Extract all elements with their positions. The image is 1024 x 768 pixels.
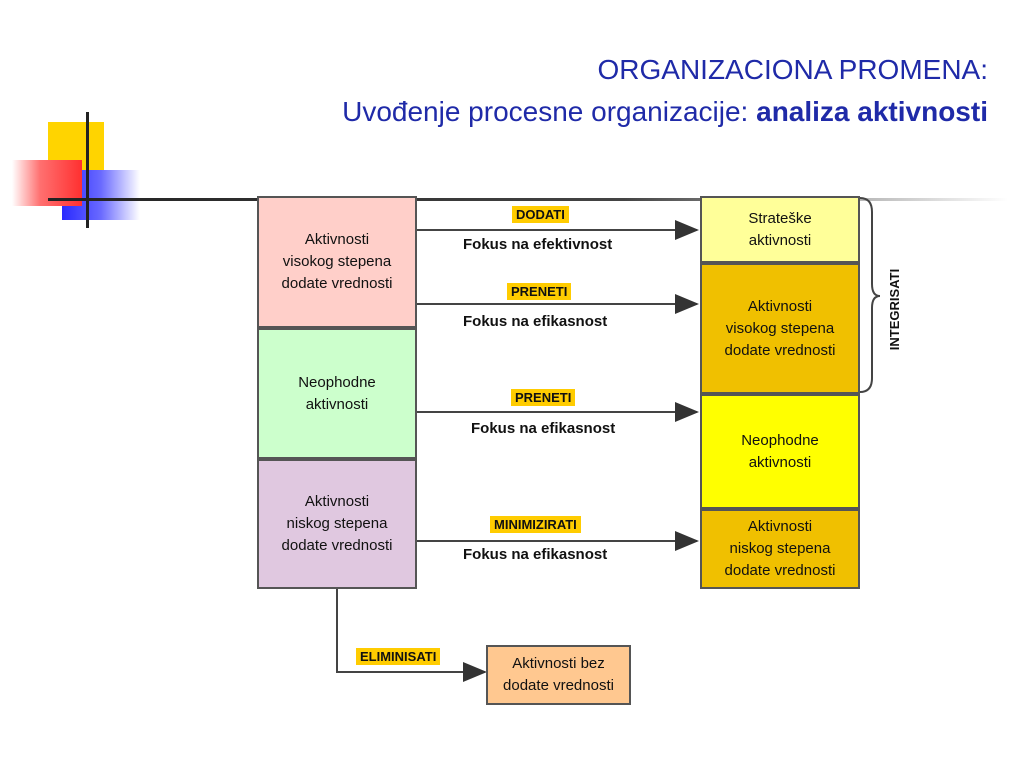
tag-preneti-2: PRENETI: [511, 389, 576, 406]
no-value-box: Aktivnosti bez dodate vrednosti: [486, 645, 631, 705]
tag-minimizirati: MINIMIZIRATI: [490, 516, 581, 533]
right-box-strategic: Strateške aktivnosti: [700, 196, 860, 263]
focus-label-4: Fokus na efikasnost: [463, 546, 608, 563]
focus-label-1: Fokus na efektivnost: [463, 236, 613, 253]
focus-label-2: Fokus na efikasnost: [463, 313, 608, 330]
right-box-high-value: Aktivnosti visokog stepena dodate vredno…: [700, 263, 860, 394]
slide-subtitle: Uvođenje procesne organizacije: analiza …: [342, 96, 988, 127]
tag-dodati: DODATI: [512, 206, 569, 223]
right-box-necessary: Neophodne aktivnosti: [700, 394, 860, 509]
slide-title: ORGANIZACIONA PROMENA:: [597, 54, 989, 85]
left-box-high-value: Aktivnosti visokog stepena dodate vredno…: [257, 196, 417, 328]
integrate-brace: [859, 197, 881, 393]
right-box-low-value: Aktivnosti niskog stepena dodate vrednos…: [700, 509, 860, 589]
left-box-necessary: Neophodne aktivnosti: [257, 328, 417, 459]
left-box-low-value: Aktivnosti niskog stepena dodate vrednos…: [257, 459, 417, 589]
deco-horizontal-line: [48, 198, 1008, 201]
focus-label-3: Fokus na efikasnost: [471, 420, 616, 437]
arrow-eliminisati: [336, 589, 487, 682]
deco-vertical-line: [86, 112, 89, 228]
tag-preneti-1: PRENETI: [507, 283, 572, 300]
integrate-label: INTEGRISATI: [887, 268, 903, 351]
tag-eliminisati: ELIMINISATI: [356, 648, 441, 665]
